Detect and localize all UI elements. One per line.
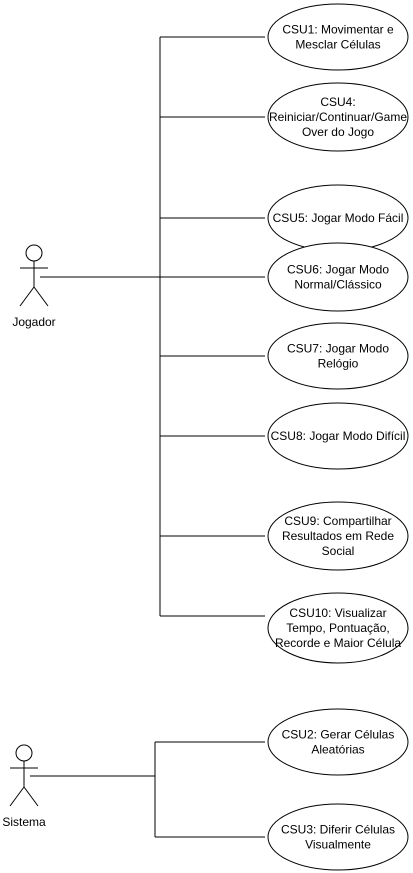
usecase-label-csu5: CSU5: Jogar Modo Fácil (273, 211, 404, 225)
usecase-ellipse (267, 803, 409, 871)
usecase-ellipse (267, 592, 409, 664)
usecase-label-line: Over do Jogo (302, 125, 374, 139)
usecase-csu5[interactable]: CSU5: Jogar Modo Fácil (267, 184, 409, 252)
usecase-label-line: CSU9: Compartilhar (284, 514, 391, 528)
usecase-label-line: CSU7: Jogar Modo (287, 342, 389, 356)
actor-sistema[interactable]: Sistema (2, 744, 46, 829)
usecase-label-line: Resultados em Rede (282, 529, 394, 543)
usecase-label-line: CSU1: Movimentar e (282, 23, 394, 37)
usecase-label-line: CSU6: Jogar Modo (287, 263, 389, 277)
usecase-label-line: CSU5: Jogar Modo Fácil (273, 211, 404, 225)
usecase-label-csu8: CSU8: Jogar Modo Difícil (271, 429, 406, 443)
usecase-label-line: CSU8: Jogar Modo Difícil (271, 429, 406, 443)
usecase-ellipse (267, 402, 409, 470)
usecase-label-line: CSU3: Diferir Células (281, 823, 395, 837)
jogador-connectors (40, 36, 265, 617)
usecase-label-line: Visualmente (305, 838, 371, 852)
sistema-connectors (30, 741, 265, 838)
usecase-label-line: CSU4: (320, 95, 355, 109)
usecase-ellipse (267, 322, 409, 390)
usecase-csu8[interactable]: CSU8: Jogar Modo Difícil (267, 402, 409, 470)
usecase-ellipse (267, 501, 409, 571)
usecase-ellipse (267, 3, 409, 71)
usecase-label-line: Relógio (318, 357, 359, 371)
stick-figure-icon (9, 744, 39, 807)
usecase-label-line: CSU10: Visualizar (289, 606, 386, 620)
usecase-label-line: CSU2: Gerar Células (282, 728, 395, 742)
actor-label-jogador: Jogador (12, 315, 55, 329)
usecase-label-line: Mesclar Células (295, 38, 380, 52)
usecase-ellipse (267, 242, 409, 312)
usecase-label-line: Recorde e Maior Célula (275, 636, 401, 650)
usecase-ellipse (267, 82, 409, 152)
usecase-ellipse (267, 708, 409, 776)
actor-label-sistema: Sistema (2, 815, 46, 829)
usecase-label-line: Aleatórias (311, 743, 364, 757)
actor-jogador[interactable]: Jogador (12, 244, 56, 329)
stick-figure-icon (19, 244, 49, 307)
usecase-label-line: Social (322, 544, 355, 558)
usecase-label-line: Tempo, Pontuação, (286, 621, 389, 635)
usecase-label-line: Reiniciar/Continuar/Game (269, 110, 407, 124)
usecase-label-line: Normal/Clássico (294, 278, 382, 292)
